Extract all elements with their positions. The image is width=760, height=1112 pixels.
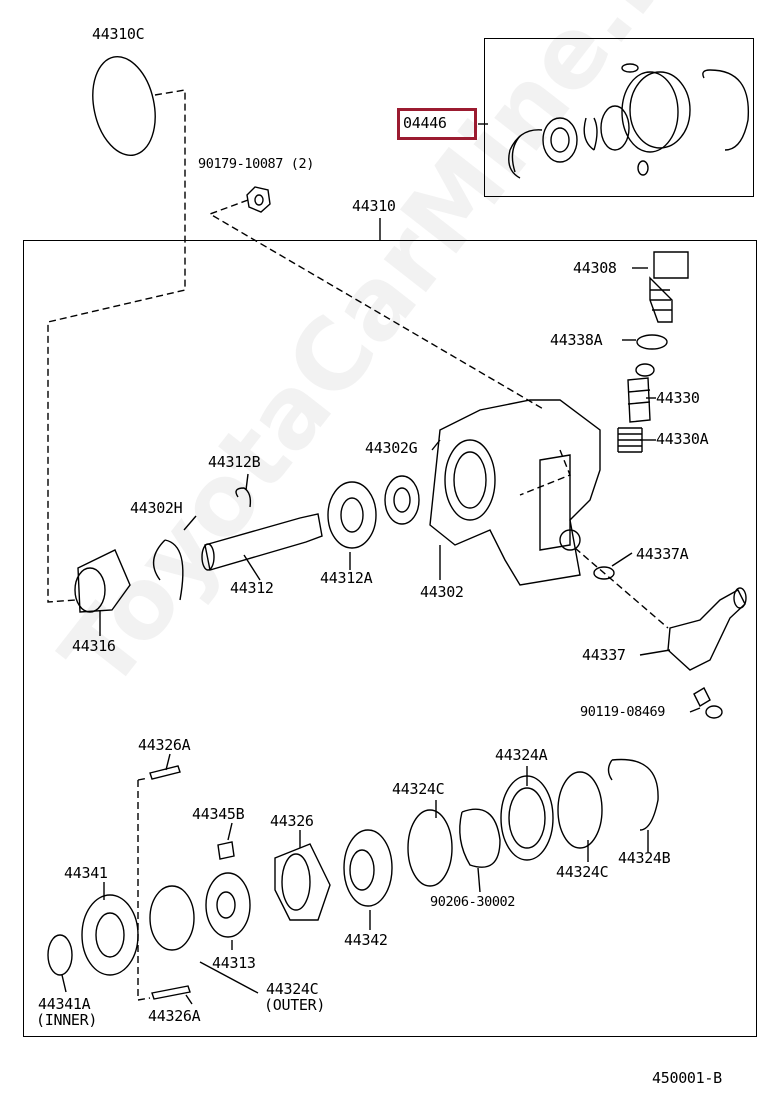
kit-frame [484,38,754,197]
part-44324c-outer: 44324C [266,980,319,998]
diagram-code: 450001-B [652,1069,722,1087]
part-44342: 44342 [344,931,388,949]
part-44302: 44302 [420,583,464,601]
part-44312: 44312 [230,579,274,597]
part-44313: 44313 [212,954,256,972]
part-44341: 44341 [64,864,108,882]
part-44310: 44310 [352,197,396,215]
part-44316: 44316 [72,637,116,655]
part-44302h: 44302H [130,499,183,517]
part-90119: 90119-08469 [580,704,666,720]
part-44308: 44308 [573,259,617,277]
part-44324a: 44324A [495,746,548,764]
part-90179: 90179-10087 (2) [198,156,314,172]
part-44310c: 44310C [92,25,145,43]
leader-lines [61,123,701,1005]
part-44326a-top: 44326A [138,736,191,754]
part-44312a: 44312A [320,569,373,587]
part-44324b: 44324B [618,849,671,867]
part-44324c-mid: 44324C [392,780,445,798]
part-44338a: 44338A [550,331,603,349]
part-44341a-note: (INNER) [36,1011,98,1029]
part-44337a: 44337A [636,545,689,563]
part-44324c-outer-note: (OUTER) [264,996,326,1014]
part-44326a-bottom: 44326A [148,1007,201,1025]
kit-label-highlight [397,108,477,140]
part-90206: 90206-30002 [430,894,516,910]
assembly-frame [23,240,757,1037]
part-44337: 44337 [582,646,626,664]
part-44312b: 44312B [208,453,261,471]
part-44330: 44330 [656,389,700,407]
part-44330a: 44330A [656,430,709,448]
part-44341a: 44341A [38,995,91,1013]
part-44302g: 44302G [365,439,418,457]
part-44345b: 44345B [192,805,245,823]
kit-label[interactable]: 04446 [403,114,447,132]
part-44326: 44326 [270,812,314,830]
part-44324c-right: 44324C [556,863,609,881]
